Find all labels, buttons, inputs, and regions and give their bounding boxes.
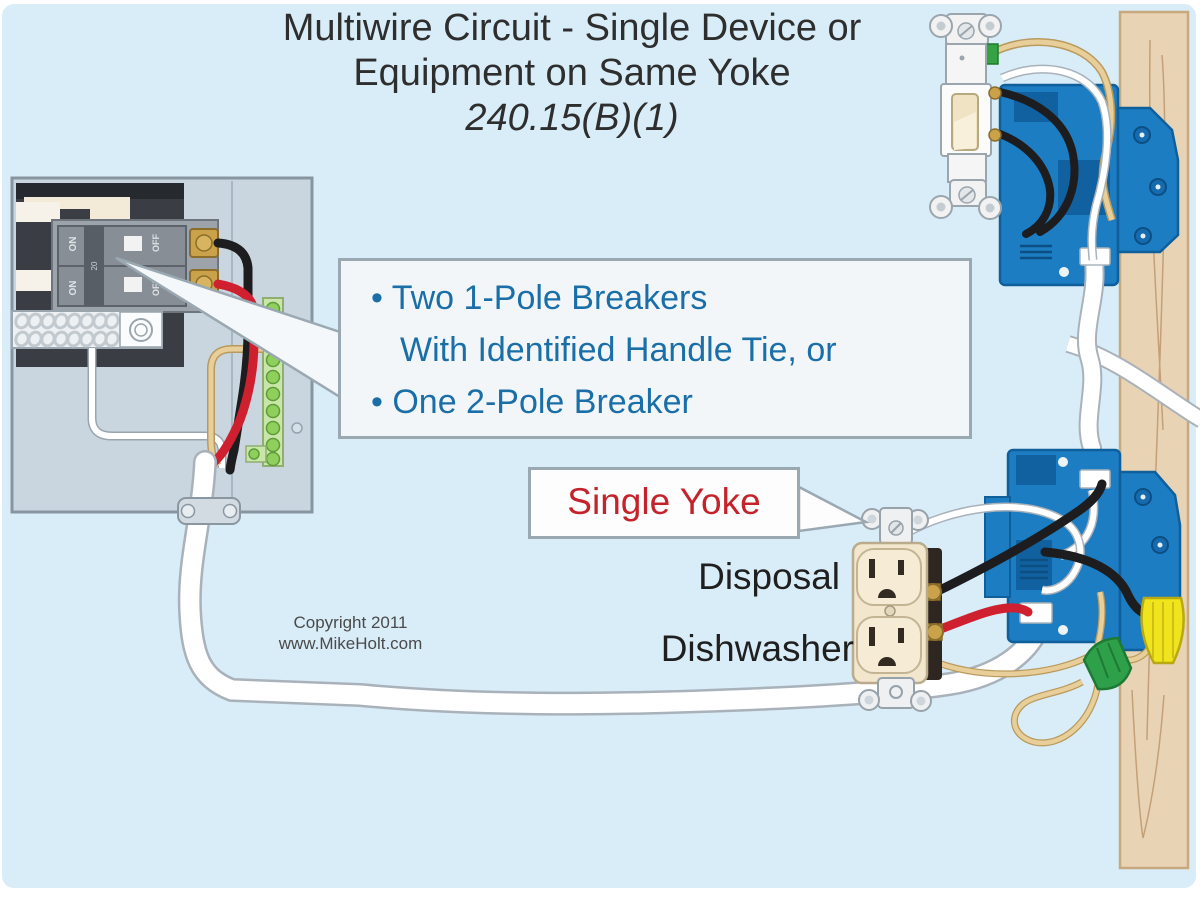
white-wire bbox=[89, 348, 225, 468]
ground-screw-green bbox=[985, 43, 999, 65]
title-line: Equipment on Same Yoke bbox=[353, 52, 791, 94]
terminal-screw bbox=[988, 86, 1002, 100]
ground-wire bbox=[1012, 680, 1101, 746]
terminal-screw bbox=[926, 623, 944, 641]
yellow-wire-nut bbox=[1140, 596, 1185, 665]
toggle-switch bbox=[929, 13, 1002, 220]
red-wire bbox=[933, 603, 1033, 635]
copyright-url: www.MikeHolt.com bbox=[278, 634, 423, 653]
switch-neck bbox=[947, 153, 987, 183]
ground-wire bbox=[929, 653, 1094, 677]
label-dishwasher: Dishwasher bbox=[660, 628, 854, 669]
breaker-window bbox=[124, 277, 142, 292]
outlet-ground-hole bbox=[878, 657, 896, 666]
nm-cable-feeder bbox=[177, 450, 1053, 716]
box-flange bbox=[984, 496, 1011, 598]
black-wire bbox=[213, 238, 253, 475]
title-line: Multiwire Circuit - Single Device or bbox=[282, 7, 862, 49]
breaker-window bbox=[124, 236, 142, 251]
outlet-slot bbox=[898, 628, 904, 643]
green-wire-nut bbox=[1082, 636, 1133, 691]
switch-toggle-face bbox=[954, 112, 976, 150]
black-wire bbox=[931, 479, 1107, 597]
center-screw bbox=[884, 605, 896, 617]
callout-single-yoke: Single Yoke bbox=[528, 467, 800, 539]
terminal-screw bbox=[988, 128, 1002, 142]
outlet-slot bbox=[869, 559, 875, 578]
breaker-on-label: ON bbox=[68, 281, 79, 296]
white-wire bbox=[903, 504, 1084, 594]
outlet-slot bbox=[898, 560, 904, 575]
outlet-bottom bbox=[856, 616, 922, 674]
callout-bullet: • One 2-Pole Breaker bbox=[371, 383, 693, 421]
box-mounting-bracket bbox=[1116, 106, 1180, 254]
box-screw-hole bbox=[1058, 457, 1068, 467]
diagram-title: Multiwire Circuit - Single Device or Equ… bbox=[160, 6, 984, 141]
nm-cable-vertical bbox=[1077, 260, 1105, 473]
receptacle-strap-bottom bbox=[858, 677, 932, 712]
bracket-screws bbox=[1133, 126, 1167, 245]
outlet-top bbox=[856, 548, 922, 606]
switch-wires bbox=[992, 38, 1116, 261]
outlet-ground-hole bbox=[878, 589, 896, 598]
outlet-slot bbox=[869, 627, 875, 646]
neutral-bar bbox=[11, 310, 163, 349]
title-code-reference: 240.15(B)(1) bbox=[465, 97, 679, 139]
breaker-slot bbox=[16, 270, 60, 291]
label-disposal: Disposal bbox=[698, 556, 840, 597]
panel-door-knob bbox=[291, 422, 303, 434]
breaker-off-label: OFF bbox=[151, 234, 161, 252]
red-wire bbox=[205, 279, 259, 475]
breaker-off-label: OFF bbox=[151, 278, 161, 296]
box-screw-hole bbox=[1059, 267, 1069, 277]
neutral-lugs bbox=[14, 312, 120, 348]
box-vents bbox=[1020, 558, 1048, 580]
copyright-notice: Copyright 2011 www.MikeHolt.com bbox=[238, 612, 463, 654]
handle-tie bbox=[84, 226, 104, 306]
breaker-rating-label: 20 bbox=[90, 261, 99, 270]
box-vents bbox=[1020, 244, 1052, 260]
single-yoke-label: Single Yoke bbox=[567, 481, 761, 522]
black-wire bbox=[996, 88, 1079, 236]
callout-breaker-options: • Two 1-Pole Breakers With Identified Ha… bbox=[338, 258, 972, 439]
callout-bullet-continued: With Identified Handle Tie, or bbox=[400, 331, 837, 369]
duplex-receptacle bbox=[851, 507, 944, 712]
box-recess bbox=[1016, 455, 1056, 485]
panel-interior-shadow bbox=[16, 183, 184, 199]
box-screw-hole bbox=[1058, 625, 1068, 635]
copyright-line: Copyright 2011 bbox=[293, 613, 408, 632]
cable-clamp bbox=[177, 497, 241, 525]
black-wire bbox=[996, 130, 1055, 238]
white-wire bbox=[1000, 66, 1111, 261]
breaker-slot bbox=[16, 202, 60, 222]
callout-bullet: • Two 1-Pole Breakers bbox=[371, 279, 708, 317]
breaker-on-label: ON bbox=[68, 237, 79, 252]
wood-grain-line bbox=[1131, 689, 1165, 839]
